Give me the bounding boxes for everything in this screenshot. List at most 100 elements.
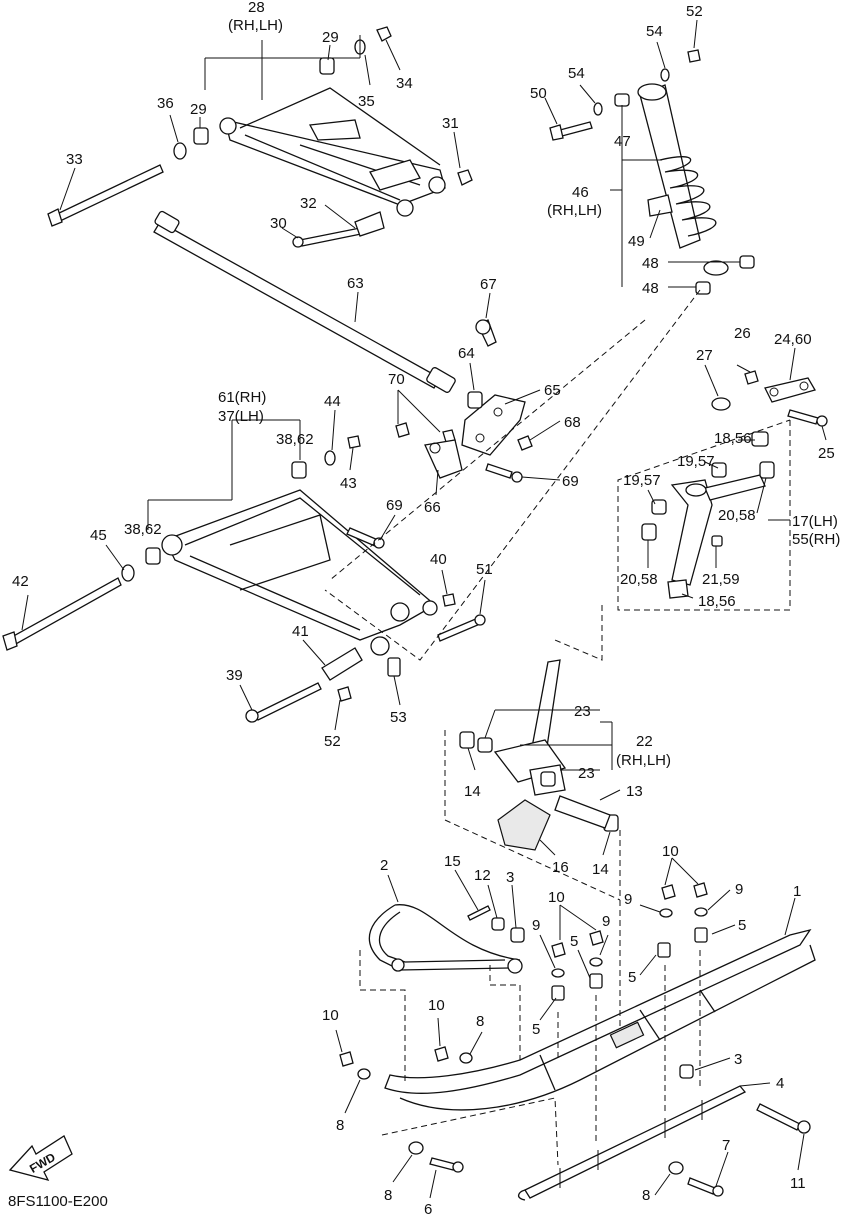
nut-68 bbox=[517, 435, 533, 451]
callout-9b: 9 bbox=[602, 913, 610, 930]
callout-41: 41 bbox=[292, 623, 309, 640]
callout-39: 39 bbox=[226, 667, 243, 684]
bolt-69-top bbox=[485, 463, 523, 483]
callout-48b: 48 bbox=[642, 280, 659, 297]
callout-24-60: 24,60 bbox=[774, 331, 812, 348]
callout-55: 55(RH) bbox=[792, 531, 840, 548]
spring-seat-49 bbox=[647, 194, 673, 217]
callout-17: 17(LH) bbox=[792, 513, 838, 530]
bushing-5-b bbox=[589, 973, 603, 989]
callout-3b: 3 bbox=[734, 1051, 742, 1068]
callout-9d: 9 bbox=[735, 881, 743, 898]
bolt-69-arm bbox=[346, 527, 385, 549]
callout-36: 36 bbox=[157, 95, 174, 112]
callout-12: 12 bbox=[474, 867, 491, 884]
callout-30: 30 bbox=[270, 215, 287, 232]
nut-70 bbox=[395, 422, 410, 438]
callout-6: 6 bbox=[424, 1201, 432, 1216]
bushing-19-57b bbox=[651, 499, 667, 515]
washer-9-d bbox=[694, 907, 708, 917]
nut-10-a bbox=[551, 942, 566, 958]
bolt-11 bbox=[756, 1103, 811, 1134]
bracket-65 bbox=[461, 394, 526, 456]
callout-3: 3 bbox=[506, 869, 514, 886]
washer-9-a bbox=[551, 968, 565, 978]
nut-43 bbox=[347, 435, 361, 449]
callout-67: 67 bbox=[480, 276, 497, 293]
collar-53 bbox=[387, 657, 401, 677]
callout-64: 64 bbox=[458, 345, 475, 362]
callout-23b: 23 bbox=[578, 765, 595, 782]
callout-22: 22 bbox=[636, 733, 653, 750]
bolt-6 bbox=[429, 1157, 464, 1173]
callout-54: 54 bbox=[568, 65, 585, 82]
callout-8b: 8 bbox=[336, 1117, 344, 1134]
callout-45: 45 bbox=[90, 527, 107, 544]
runner-4 bbox=[517, 1085, 747, 1201]
callout-70: 70 bbox=[388, 371, 405, 388]
callout-28: 28 bbox=[248, 0, 265, 16]
callout-49: 49 bbox=[628, 233, 645, 250]
ski-handle-2 bbox=[368, 904, 523, 974]
callout-5b: 5 bbox=[532, 1021, 540, 1038]
collar-32 bbox=[354, 211, 385, 237]
callout-38-62: 38,62 bbox=[276, 431, 314, 448]
bolt-51 bbox=[437, 614, 486, 642]
fwd-arrow-icon: FWD bbox=[8, 1135, 73, 1181]
bushing-5-a bbox=[551, 985, 565, 1001]
nut-26 bbox=[744, 370, 759, 385]
callout-63: 63 bbox=[347, 275, 364, 292]
collar-41 bbox=[321, 647, 363, 681]
callout-18-56: 18,56 bbox=[714, 430, 752, 447]
bushing-5-d bbox=[694, 927, 708, 943]
callout-42: 42 bbox=[12, 573, 29, 590]
bushing-38-62b bbox=[145, 547, 161, 565]
washer-8b bbox=[459, 1052, 473, 1064]
callout-20-58: 20,58 bbox=[718, 507, 756, 524]
callout-labels: 28 (RH,LH) 29 35 34 36 29 33 31 32 30 52… bbox=[12, 0, 840, 1216]
callout-19-57b: 19,57 bbox=[623, 472, 661, 489]
leader-lines bbox=[21, 19, 827, 1199]
bushing-47 bbox=[614, 93, 630, 107]
collar-12 bbox=[491, 917, 505, 931]
callout-18-56b: 18,56 bbox=[698, 593, 736, 610]
nut-52 bbox=[337, 686, 352, 702]
callout-5d: 5 bbox=[628, 969, 636, 986]
callout-5: 5 bbox=[570, 933, 578, 950]
nut-34 bbox=[376, 26, 392, 42]
callout-14: 14 bbox=[464, 783, 481, 800]
bushing-29a bbox=[193, 127, 209, 145]
bushing-20-58b bbox=[641, 523, 657, 541]
callout-68: 68 bbox=[564, 414, 581, 431]
callout-21-59: 21,59 bbox=[702, 571, 740, 588]
callout-37: 37(LH) bbox=[218, 408, 264, 425]
callout-10d: 10 bbox=[428, 997, 445, 1014]
callout-46: 46 bbox=[572, 184, 589, 201]
callout-46-side: (RH,LH) bbox=[547, 202, 602, 219]
bolt-7 bbox=[687, 1177, 724, 1197]
callout-38-62b: 38,62 bbox=[124, 521, 162, 538]
callout-8d: 8 bbox=[642, 1187, 650, 1204]
callout-9: 9 bbox=[532, 917, 540, 934]
callout-44: 44 bbox=[324, 393, 341, 410]
callout-27: 27 bbox=[696, 347, 713, 364]
callout-25: 25 bbox=[818, 445, 835, 462]
ski-1 bbox=[384, 928, 816, 1111]
collar-3a bbox=[510, 927, 525, 943]
callout-10c: 10 bbox=[322, 1007, 339, 1024]
callout-10b: 10 bbox=[662, 843, 679, 860]
bushing-48a bbox=[739, 255, 755, 269]
callout-32: 32 bbox=[300, 195, 317, 212]
callout-65: 65 bbox=[544, 382, 561, 399]
callout-69: 69 bbox=[562, 473, 579, 490]
callout-10: 10 bbox=[548, 889, 565, 906]
callout-69b: 69 bbox=[386, 497, 403, 514]
nut-52-top bbox=[687, 49, 701, 63]
washer-8d bbox=[668, 1161, 684, 1175]
callout-8c: 8 bbox=[384, 1187, 392, 1204]
callout-54-top: 54 bbox=[646, 23, 663, 40]
callout-48: 48 bbox=[642, 255, 659, 272]
callout-26: 26 bbox=[734, 325, 751, 342]
callout-7: 7 bbox=[722, 1137, 730, 1154]
